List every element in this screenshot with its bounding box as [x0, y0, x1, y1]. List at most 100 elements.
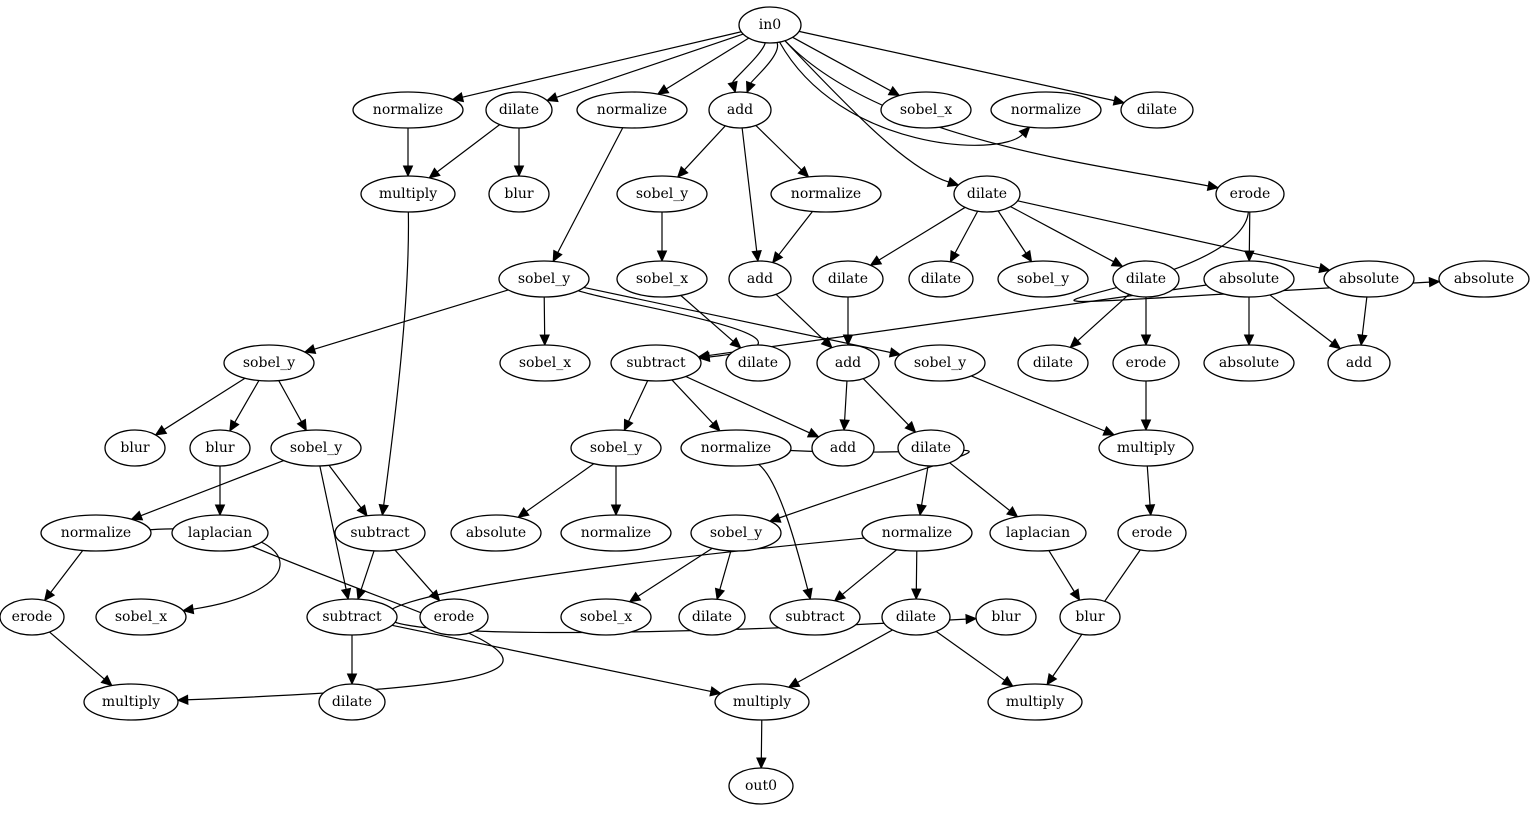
edge-line — [997, 210, 1027, 254]
node-label: sobel_x — [519, 355, 571, 371]
edge-line — [779, 41, 1024, 146]
node-shape — [560, 514, 672, 552]
node-subtract: subtract — [306, 598, 398, 636]
node-label: dilate — [828, 271, 868, 287]
node-subtract: subtract — [610, 344, 702, 382]
node-label: laplacian — [188, 525, 252, 541]
edge-n24-n36 — [278, 380, 307, 432]
edge-arrowhead — [1018, 126, 1031, 139]
node-shape — [104, 429, 166, 467]
edge-arrowhead — [552, 249, 563, 263]
edge-arrowhead — [1140, 334, 1152, 347]
edge-n28-n40 — [862, 378, 917, 433]
edge-n36-n44 — [328, 464, 368, 517]
edge-arrowhead — [1069, 336, 1082, 349]
edge-n0-n12 — [784, 40, 960, 187]
edge-n0-n1 — [451, 31, 742, 103]
node-label: absolute — [1219, 355, 1279, 371]
node-label: subtract — [322, 609, 382, 625]
node-label: subtract — [350, 525, 410, 541]
node-shape — [40, 514, 152, 552]
edge-n35-n43 — [214, 466, 226, 517]
edge-n14-n24 — [303, 289, 509, 355]
node-blur: blur — [1059, 598, 1121, 636]
node-shape — [987, 683, 1083, 721]
edge-line — [750, 42, 778, 84]
edge-arrowhead — [965, 613, 978, 625]
edge-n12-n18 — [949, 210, 979, 263]
node-sobel-y: sobel_y — [570, 429, 662, 467]
node-shape — [610, 344, 702, 382]
node-shape — [1323, 260, 1415, 298]
edge-line — [680, 294, 734, 342]
node-shape — [989, 514, 1087, 552]
node-blur: blur — [104, 429, 166, 467]
edge-arrowhead — [797, 165, 810, 178]
edge-arrowhead — [303, 343, 317, 355]
node-shape — [1112, 344, 1180, 382]
edge-line — [49, 631, 105, 680]
node-shape — [576, 91, 688, 129]
node-absolute: absolute — [1203, 260, 1295, 298]
node-label: sobel_y — [1017, 271, 1069, 287]
node-shape — [171, 514, 269, 552]
edge-n3-n14 — [552, 127, 624, 263]
edge-arrowhead — [229, 419, 240, 433]
edge-n0-n7 — [798, 30, 1126, 106]
node-sobel-y: sobel_y — [616, 175, 708, 213]
node-absolute: absolute — [1323, 260, 1415, 298]
node-shape — [189, 429, 251, 467]
edge-arrowhead — [949, 250, 960, 263]
node-label: multiply — [102, 694, 160, 710]
node-shape — [1438, 260, 1530, 298]
node-label: sobel_y — [518, 271, 570, 287]
node-shape — [1098, 429, 1194, 467]
node-shape — [499, 344, 591, 382]
edge-line — [878, 206, 966, 261]
edge-n4-n10 — [676, 125, 726, 179]
node-label: normalize — [882, 525, 952, 541]
edge-arrowhead — [517, 506, 530, 519]
node-shape — [690, 514, 782, 552]
edge-line — [741, 127, 758, 252]
node-label: subtract — [785, 609, 845, 625]
edge-line — [163, 377, 246, 431]
node-sobel-y: sobel_y — [223, 344, 315, 382]
edge-arrowhead — [833, 590, 847, 602]
node-normalize: normalize — [680, 429, 792, 467]
edge-n58-n64 — [935, 630, 1014, 687]
node-shape — [488, 175, 550, 213]
node-label: add — [727, 102, 753, 118]
node-erode: erode — [1215, 175, 1285, 213]
edge-arrowhead — [402, 165, 414, 178]
edge-line — [684, 125, 726, 171]
node-label: sobel_y — [243, 355, 295, 371]
node-label: normalize — [581, 525, 651, 541]
node-label: absolute — [1219, 271, 1279, 287]
node-label: add — [835, 355, 861, 371]
node-shape — [728, 260, 792, 298]
edge-n12-n19 — [997, 210, 1033, 263]
node-label: erode — [434, 609, 475, 625]
node-shape — [680, 429, 792, 467]
node-label: normalize — [1011, 102, 1081, 118]
edge-line — [1048, 550, 1075, 592]
node-shape — [334, 514, 426, 552]
node-label: erode — [12, 609, 53, 625]
edge-n37-n45 — [517, 463, 595, 519]
edge-n26-n38 — [671, 379, 721, 432]
node-label: subtract — [626, 355, 686, 371]
node-shape — [880, 91, 972, 129]
node-shape — [770, 175, 882, 213]
node-dilate: dilate — [725, 344, 791, 382]
edge-arrowhead — [708, 419, 721, 432]
node-normalize: normalize — [560, 514, 672, 552]
node-multiply: multiply — [360, 175, 456, 213]
node-label: dilate — [692, 609, 732, 625]
node-shape — [1117, 514, 1187, 552]
edge-n53-n62 — [346, 634, 358, 686]
edge-n15-n30 — [680, 294, 742, 349]
node-label: out0 — [745, 778, 777, 794]
edge-line — [798, 30, 1115, 102]
edge-arrowhead — [513, 165, 525, 178]
